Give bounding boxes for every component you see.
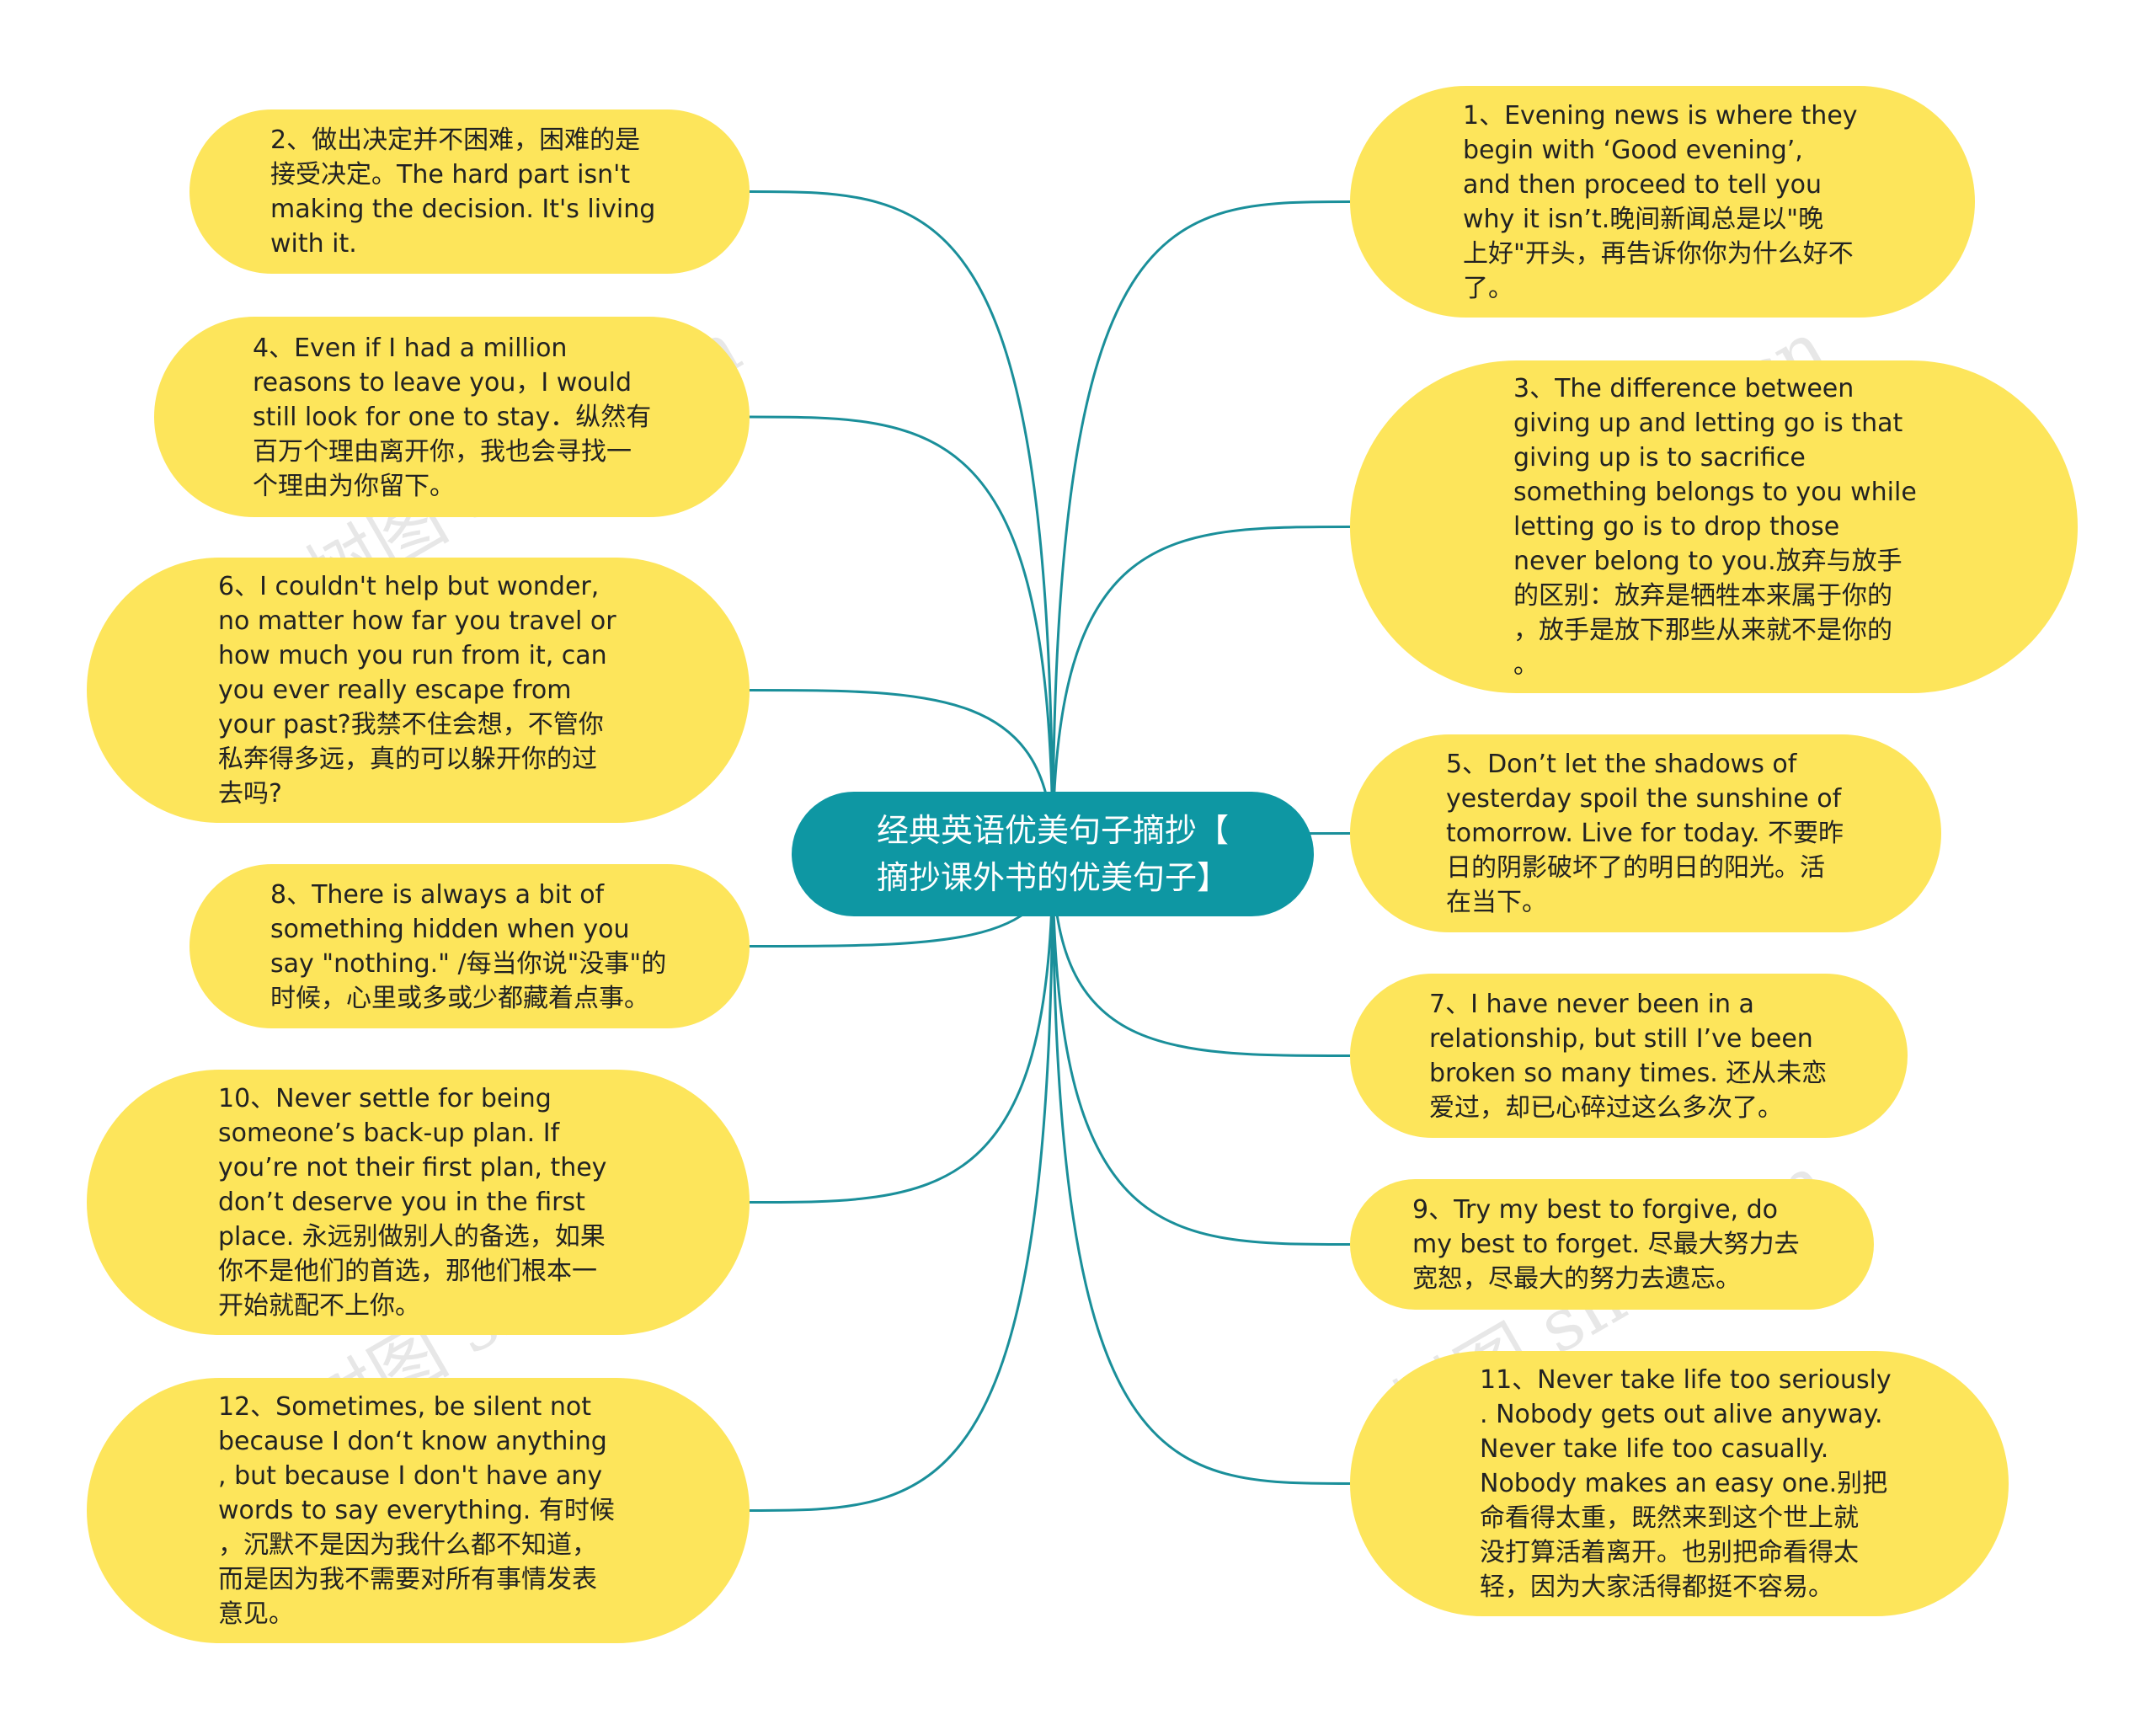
connector-n12 [749, 853, 1054, 1512]
topic-node-text: 3、The difference between giving up and l… [1513, 374, 1917, 680]
connector-n3 [1051, 526, 1351, 855]
connector-n2 [749, 190, 1054, 855]
topic-node-11[interactable]: 11、Never take life too seriously . Nobod… [1350, 1351, 2009, 1616]
topic-node-9[interactable]: 9、Try my best to forgive, do my best to … [1350, 1179, 1874, 1310]
connector-n11 [1051, 853, 1351, 1485]
topic-node-text: 7、I have never been in a relationship, b… [1429, 989, 1828, 1123]
topic-node-1[interactable]: 1、Evening news is where they begin with … [1350, 86, 1975, 318]
topic-node-text: 2、做出决定并不困难，困难的是 接受决定。The hard part isn't… [270, 125, 656, 259]
topic-node-text: 9、Try my best to forgive, do my best to … [1412, 1195, 1800, 1294]
topic-node-7[interactable]: 7、I have never been in a relationship, b… [1350, 974, 1908, 1138]
topic-node-text: 8、There is always a bit of something hid… [270, 879, 667, 1013]
topic-node-4[interactable]: 4、Even if I had a million reasons to lea… [154, 317, 750, 517]
topic-node-12[interactable]: 12、Sometimes, be silent not because I do… [87, 1378, 750, 1643]
central-topic-label: 经典英语优美句子摘抄【 摘抄课外书的优美句子】 [876, 812, 1229, 896]
topic-node-5[interactable]: 5、Don’t let the shadows of yesterday spo… [1350, 734, 1941, 932]
topic-node-text: 4、Even if I had a million reasons to lea… [253, 333, 652, 501]
topic-node-text: 5、Don’t let the shadows of yesterday spo… [1446, 750, 1844, 917]
connector-n9 [1051, 853, 1351, 1246]
connector-n7 [1051, 853, 1351, 1057]
topic-node-text: 12、Sometimes, be silent not because I do… [218, 1392, 615, 1629]
topic-node-text: 10、Never settle for being someone’s back… [218, 1084, 607, 1321]
connector-n4 [749, 415, 1054, 855]
central-topic[interactable]: 经典英语优美句子摘抄【 摘抄课外书的优美句子】 [792, 792, 1314, 916]
topic-node-text: 1、Evening news is where they begin with … [1463, 100, 1858, 303]
topic-node-3[interactable]: 3、The difference between giving up and l… [1350, 360, 2078, 693]
connector-n1 [1051, 200, 1351, 855]
topic-node-6[interactable]: 6、I couldn't help but wonder, no matter … [87, 558, 750, 823]
topic-node-text: 6、I couldn't help but wonder, no matter … [218, 572, 616, 809]
topic-node-text: 11、Never take life too seriously . Nobod… [1480, 1365, 1892, 1602]
topic-node-8[interactable]: 8、There is always a bit of something hid… [189, 864, 750, 1028]
topic-node-10[interactable]: 10、Never settle for being someone’s back… [87, 1070, 750, 1335]
topic-node-2[interactable]: 2、做出决定并不困难，困难的是 接受决定。The hard part isn't… [189, 109, 750, 274]
connector-n10 [749, 853, 1054, 1204]
